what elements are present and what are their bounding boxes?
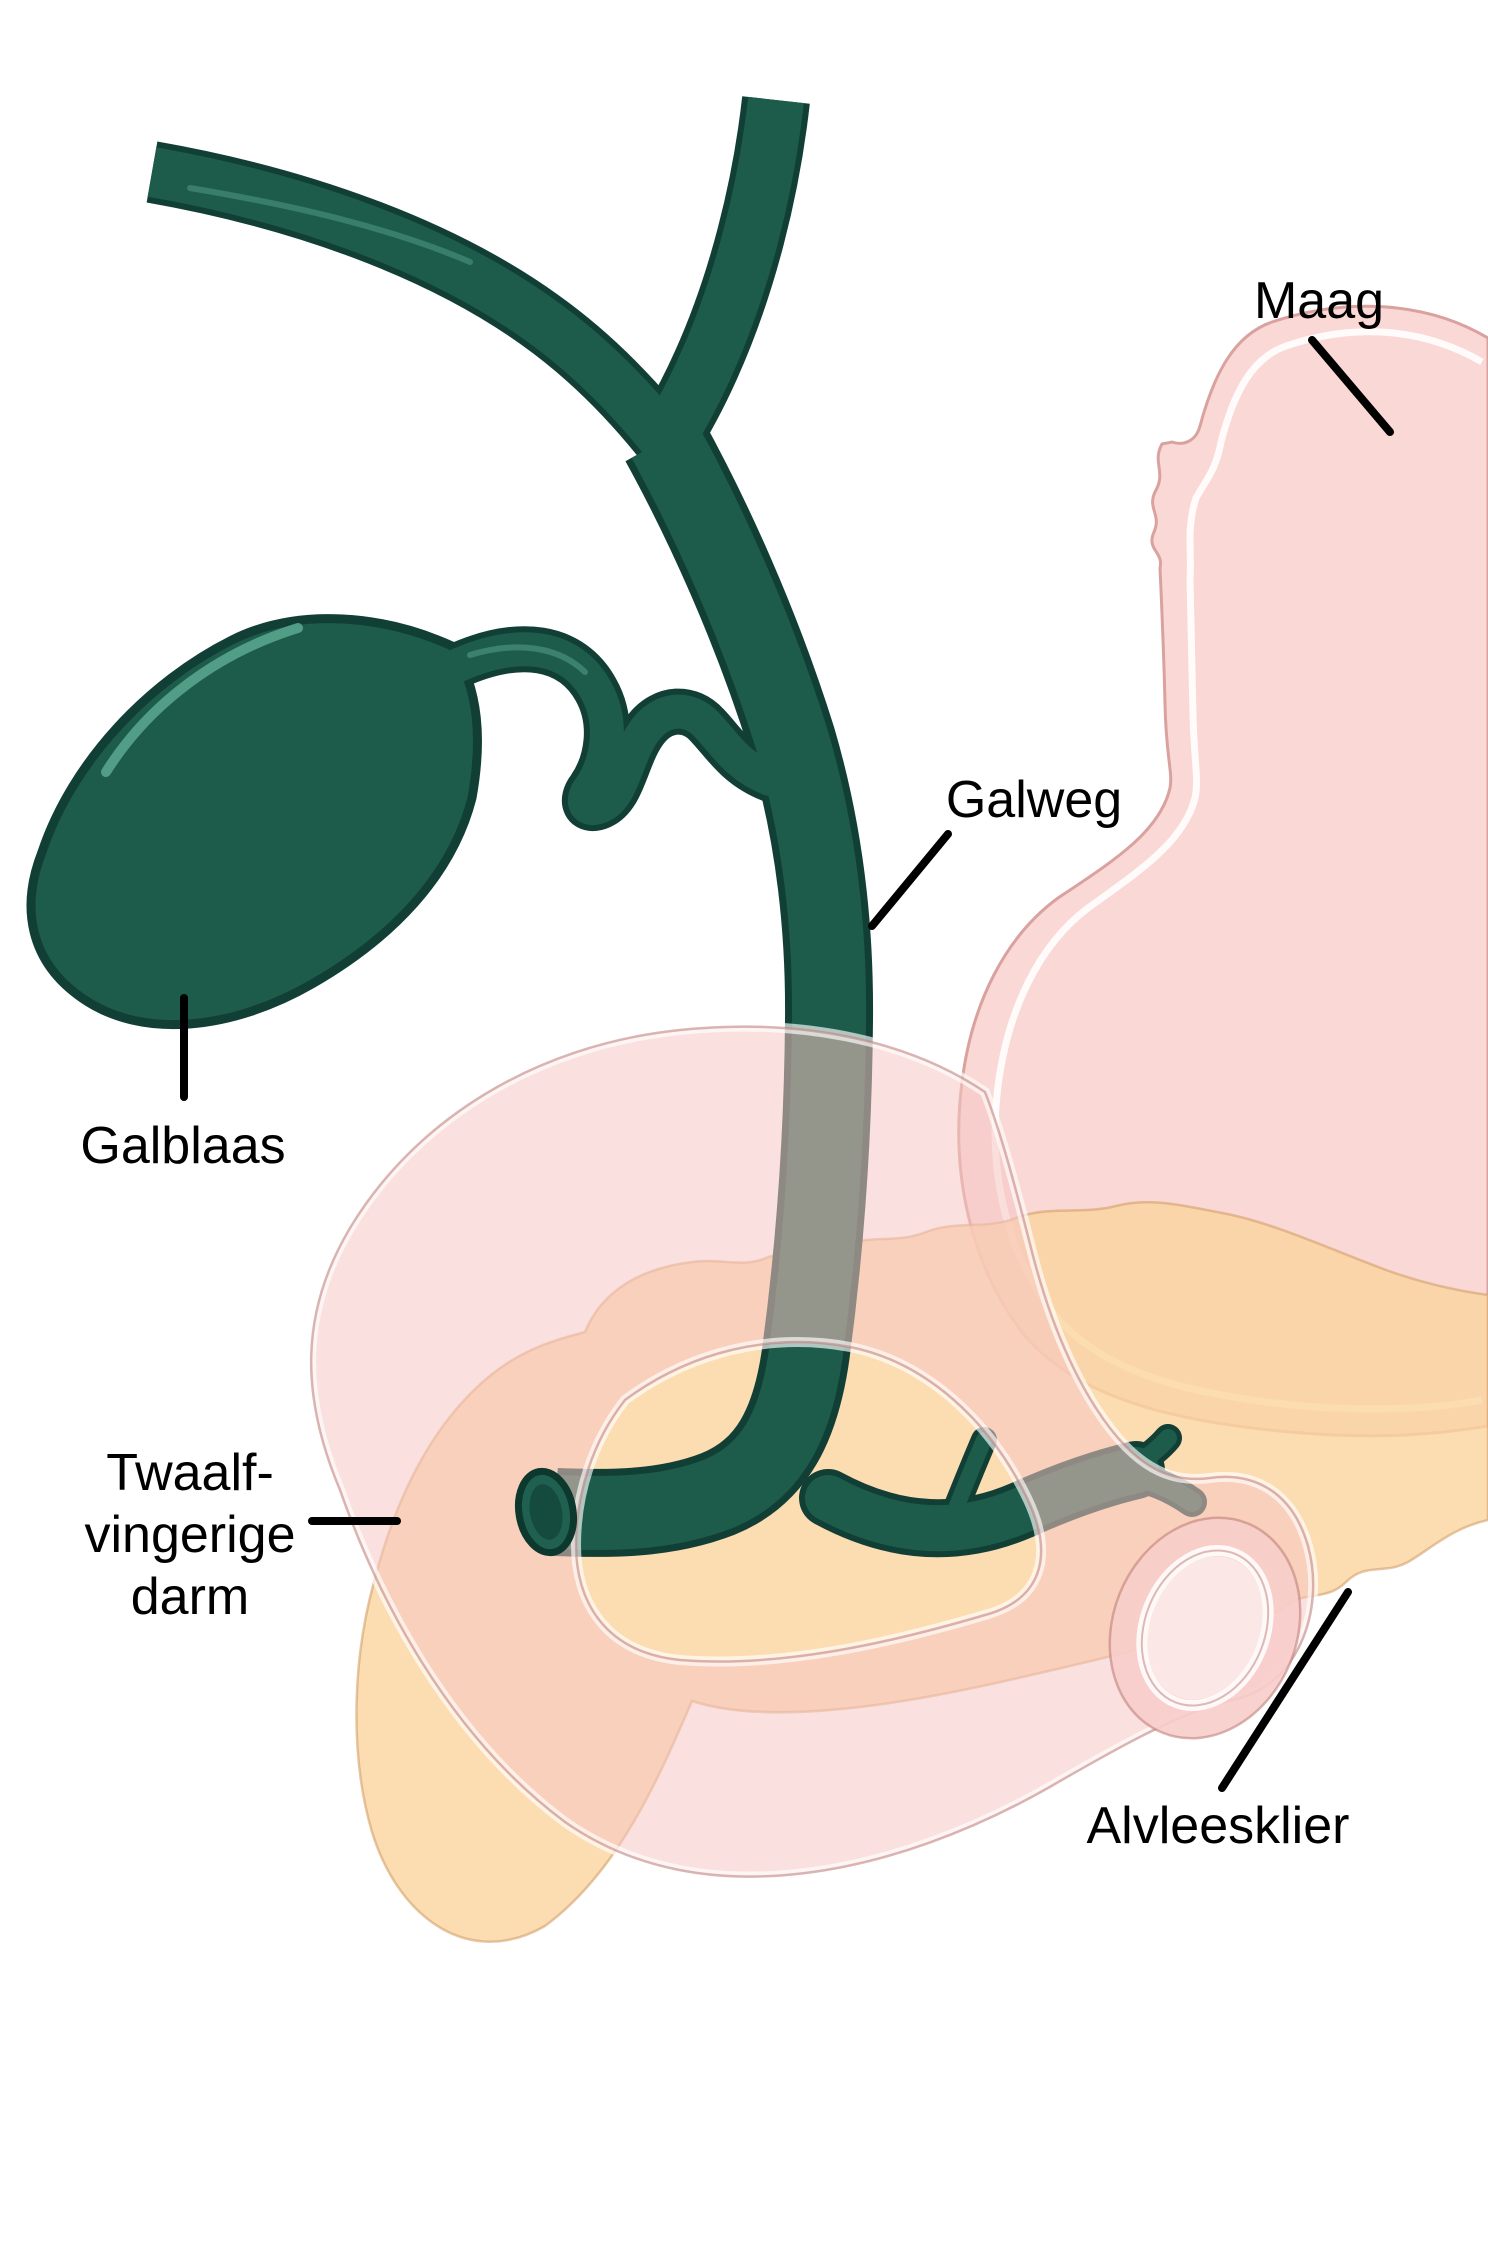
galweg-leader-line	[868, 830, 952, 930]
label-gallbladder: Galblaas	[80, 1117, 285, 1175]
cross-section-wall-line	[1140, 1549, 1270, 1707]
alvleesklier-leader-line	[1218, 1588, 1352, 1792]
bile-duct-opening	[514, 1467, 578, 1557]
duodenum-cross-section	[1108, 1516, 1302, 1740]
label-stomach: Maag	[1254, 272, 1384, 330]
maag-leader-line	[1308, 336, 1394, 436]
duodenum-outline	[309, 1025, 1315, 1878]
cystic-duct-highlight	[467, 644, 588, 675]
duodenum-body	[311, 1026, 1314, 1877]
leader-lines	[180, 336, 1394, 1792]
duodenum-shape	[306, 1021, 1319, 1882]
duct-highlights	[101, 185, 588, 777]
gallbladder-shape	[26, 614, 482, 1030]
label-pancreas: Alvleesklier	[1087, 1797, 1350, 1855]
gallbladder-highlight	[101, 623, 303, 777]
label-duodenum-line2: vingerige	[84, 1506, 295, 1564]
cross-section-lumen	[1146, 1556, 1264, 1700]
label-duodenum-line3: darm	[131, 1568, 249, 1626]
left-hepatic-duct	[147, 147, 686, 458]
left-duct-highlight	[187, 185, 473, 265]
label-bile-duct: Galweg	[946, 771, 1122, 829]
right-hepatic-duct	[640, 96, 804, 459]
duct-opening-lumen	[529, 1484, 563, 1540]
label-duodenum-line1: Twaalf-	[106, 1444, 274, 1502]
pancreatic-duct-spike	[940, 1432, 992, 1536]
